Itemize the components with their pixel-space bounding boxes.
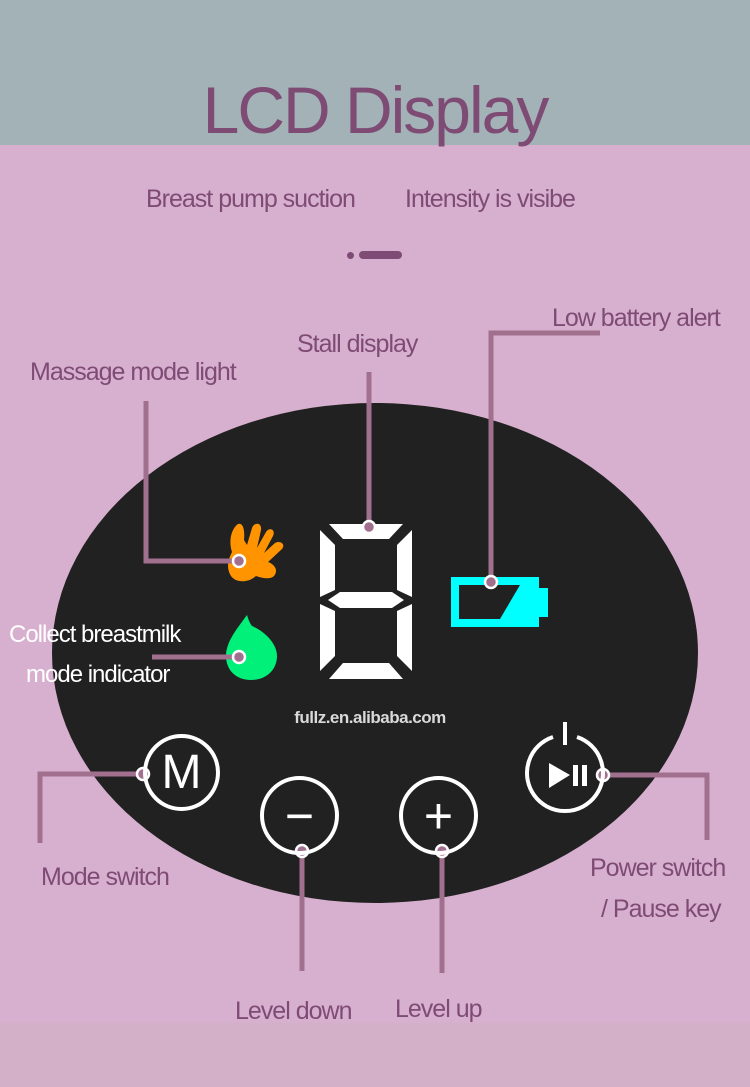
level-down-button[interactable]: − (260, 776, 339, 855)
divider-dot (347, 252, 354, 259)
seven-segment-digit (320, 524, 412, 679)
label-mode-switch: Mode switch (41, 863, 170, 891)
label-collect-line1: Collect breastmilk (9, 621, 181, 648)
label-massage-mode-light: Massage mode light (30, 358, 237, 386)
watermark: fullz.en.alibaba.com (294, 708, 446, 727)
plus-icon: + (423, 787, 454, 844)
header-band (0, 0, 750, 145)
label-level-up: Level up (395, 995, 483, 1023)
subtitle-right: Intensity is visibe (405, 185, 576, 213)
subtitle-left: Breast pump suction (146, 185, 356, 213)
bottom-band (0, 1023, 750, 1087)
power-pause-button[interactable] (522, 718, 612, 818)
level-up-button[interactable]: + (399, 776, 478, 855)
power-ring-icon (525, 735, 605, 814)
pause-bar-right-icon (582, 765, 587, 786)
battery-low-icon (451, 577, 548, 627)
label-stall-display: Stall display (297, 330, 418, 358)
label-power-line2: / Pause key (601, 895, 722, 923)
label-collect-line2: mode indicator (26, 661, 170, 688)
mode-letter: M (161, 746, 202, 799)
page-title: LCD Display (202, 73, 550, 147)
label-power-line1: Power switch (590, 854, 726, 882)
play-icon (549, 763, 570, 788)
minus-icon: − (284, 787, 315, 844)
label-level-down: Level down (235, 997, 352, 1025)
control-panel (52, 403, 698, 903)
mode-button[interactable]: M (143, 734, 220, 811)
pause-bar-left-icon (573, 765, 578, 786)
label-low-battery-alert: Low battery alert (552, 304, 721, 332)
leader-lines (37, 330, 710, 973)
divider-bar (359, 251, 402, 259)
